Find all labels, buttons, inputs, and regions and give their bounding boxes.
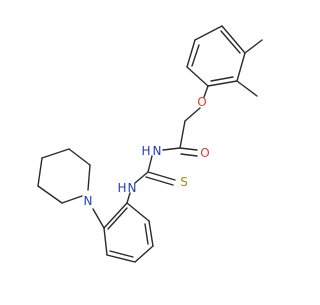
bond — [126, 202, 150, 222]
bond — [145, 176, 174, 186]
bond — [162, 147, 181, 151]
ether-oxygen-label: O — [197, 95, 206, 109]
bond — [221, 25, 246, 54]
bond — [109, 250, 134, 258]
bond — [41, 148, 70, 159]
bond — [37, 157, 43, 187]
bond — [147, 171, 176, 181]
bond — [186, 39, 196, 68]
bond — [236, 80, 258, 97]
bond — [179, 120, 186, 149]
bond — [186, 66, 209, 87]
bond — [236, 52, 246, 82]
thiourea-hydrogen-label: H — [117, 181, 126, 195]
thiourea-nitrogen-label: N — [128, 181, 137, 195]
bond — [103, 202, 128, 229]
structure-canvas: O O N H S H N N — [37, 25, 263, 263]
molecule-structure: O O N H S H N N — [37, 25, 263, 263]
bond — [107, 207, 128, 230]
bond — [144, 223, 149, 245]
piperidine-nitrogen-label: N — [84, 194, 93, 208]
bond — [203, 85, 209, 98]
bond — [134, 245, 154, 263]
amide-hydrogen-label: H — [141, 144, 150, 158]
bond — [106, 254, 136, 263]
bond — [61, 195, 83, 204]
bond — [207, 80, 238, 87]
bonds — [37, 25, 263, 263]
bond — [184, 107, 201, 122]
bond — [210, 76, 234, 82]
bond — [103, 227, 108, 256]
bond — [180, 153, 198, 157]
bond — [147, 155, 153, 173]
bond — [37, 185, 63, 204]
bond — [179, 147, 198, 151]
bond — [92, 208, 105, 229]
atom-labels: O O N H S H N N — [84, 95, 210, 208]
bond — [244, 39, 263, 54]
bond — [191, 44, 200, 67]
thione-sulfur-label: S — [180, 175, 188, 189]
bond — [134, 171, 149, 184]
amide-nitrogen-label: N — [153, 144, 162, 158]
bond — [87, 164, 91, 191]
carbonyl-oxygen-label: O — [200, 146, 209, 160]
bond — [126, 192, 131, 204]
bond — [194, 25, 223, 41]
bond — [148, 220, 154, 247]
bond — [220, 30, 241, 54]
bond — [68, 148, 91, 166]
